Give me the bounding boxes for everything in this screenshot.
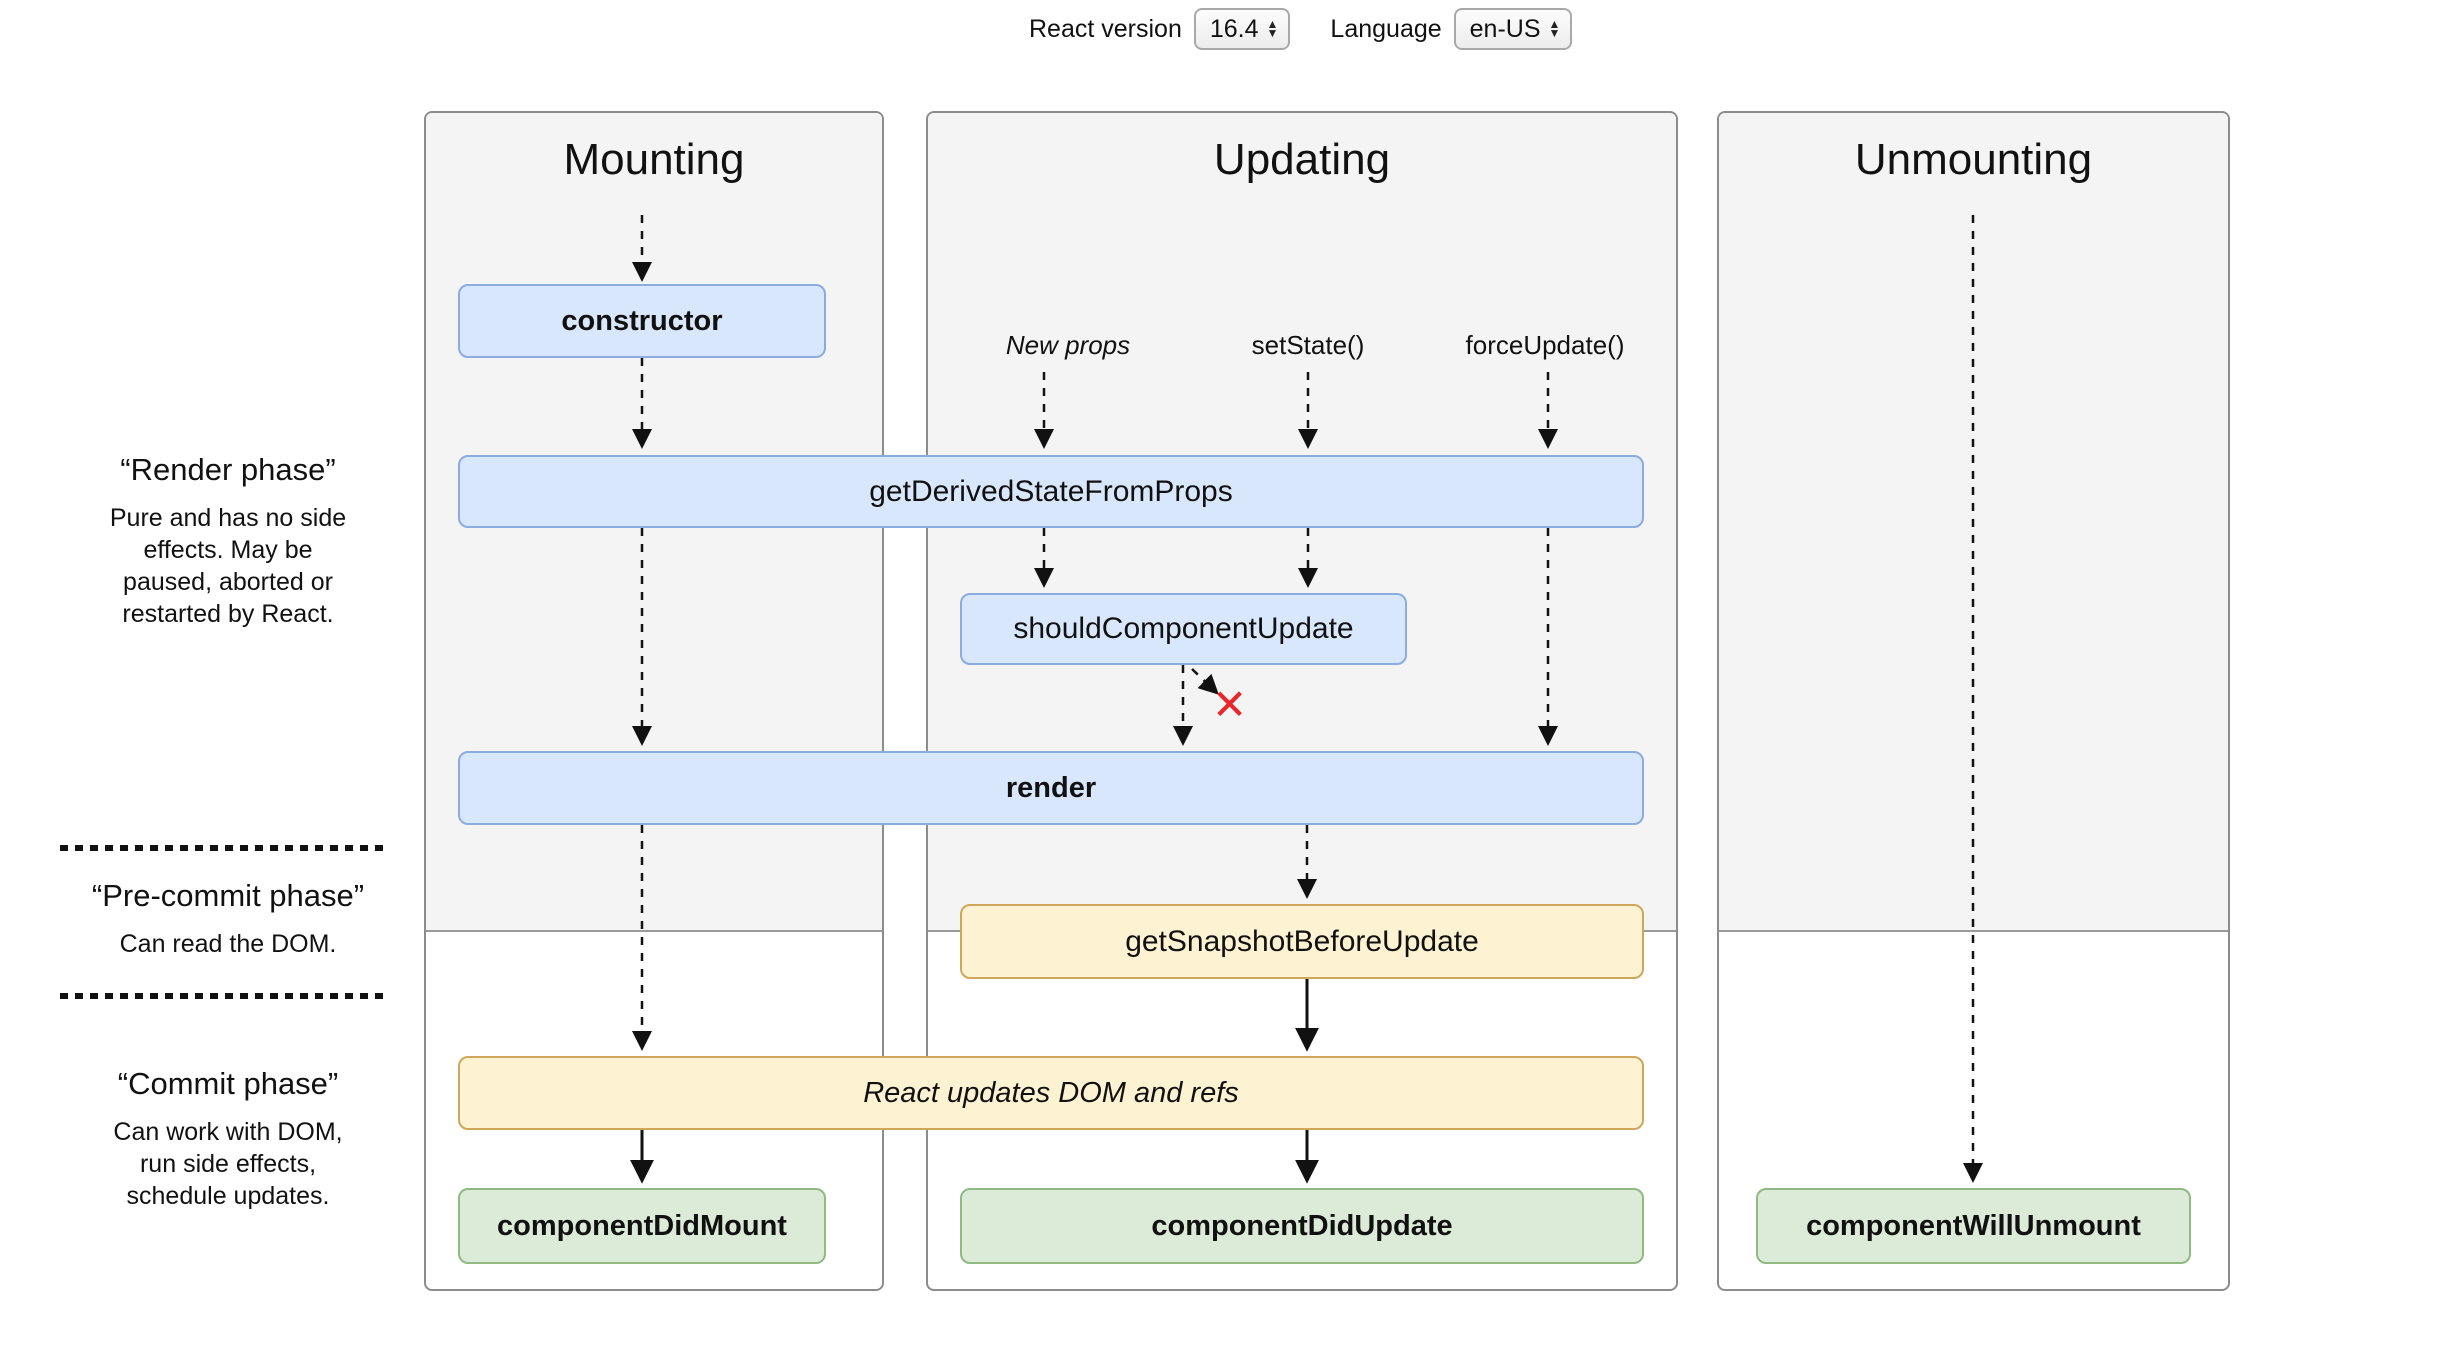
constructor-box[interactable]: constructor <box>458 284 826 358</box>
new-props-label: New props <box>1005 330 1131 360</box>
diagram-controls: React version 16.4 ▲ ▼ Language en-US ▲ … <box>1029 8 1573 50</box>
component-did-mount-box[interactable]: componentDidMount <box>458 1188 826 1264</box>
get-snapshot-before-update-box[interactable]: getSnapshotBeforeUpdate <box>960 904 1644 979</box>
commit-phase-description: Can work with DOM, run side effects, sch… <box>113 1118 343 1210</box>
render-phase-region <box>1719 113 2228 932</box>
select-stepper-icon: ▲ ▼ <box>1266 17 1279 40</box>
arrow-up-icon: ▲ <box>1548 17 1561 31</box>
render-phase-description: Pure and has no side effects. May be pau… <box>109 504 347 628</box>
language-select[interactable]: en-US ▲ ▼ <box>1453 8 1573 50</box>
react-version-control: React version 16.4 ▲ ▼ <box>1029 8 1291 50</box>
phase-separator <box>60 845 388 851</box>
pre-commit-phase-annotation: “Pre-commit phase” Can read the DOM. <box>38 878 418 960</box>
get-derived-state-from-props-box[interactable]: getDerivedStateFromProps <box>458 455 1644 528</box>
render-phase-annotation: “Render phase” Pure and has no side effe… <box>38 452 418 630</box>
component-did-update-box[interactable]: componentDidUpdate <box>960 1188 1644 1264</box>
arrow-down-icon: ▼ <box>1266 26 1279 40</box>
pre-commit-phase-description: Can read the DOM. <box>119 930 337 958</box>
arrow-up-icon: ▲ <box>1266 17 1279 31</box>
should-component-update-box[interactable]: shouldComponentUpdate <box>960 593 1407 665</box>
pre-commit-phase-title: “Pre-commit phase” <box>91 878 365 913</box>
render-box[interactable]: render <box>458 751 1644 825</box>
commit-phase-annotation: “Commit phase” Can work with DOM, run si… <box>38 1066 418 1212</box>
unmounting-column: Unmounting <box>1717 111 2230 1291</box>
phase-separator <box>60 993 388 999</box>
react-version-label: React version <box>1029 14 1182 43</box>
component-will-unmount-box[interactable]: componentWillUnmount <box>1756 1188 2191 1264</box>
unmounting-column-title: Unmounting <box>1854 135 2093 184</box>
update-cancelled-icon: ✕ <box>1212 681 1248 728</box>
react-version-value: 16.4 <box>1209 14 1259 43</box>
language-value: en-US <box>1469 14 1541 43</box>
updating-column-title: Updating <box>1213 135 1391 184</box>
language-control: Language en-US ▲ ▼ <box>1330 8 1573 50</box>
render-phase-title: “Render phase” <box>120 452 336 487</box>
react-updates-dom-box: React updates DOM and refs <box>458 1056 1644 1130</box>
mounting-column-title: Mounting <box>563 135 745 184</box>
force-update-label[interactable]: forceUpdate() <box>1465 330 1625 360</box>
language-label: Language <box>1330 14 1442 43</box>
arrow-down-icon: ▼ <box>1548 26 1561 40</box>
commit-phase-title: “Commit phase” <box>117 1066 339 1101</box>
select-stepper-icon: ▲ ▼ <box>1548 17 1561 40</box>
react-version-select[interactable]: 16.4 ▲ ▼ <box>1193 8 1291 50</box>
set-state-label[interactable]: setState() <box>1251 330 1365 360</box>
